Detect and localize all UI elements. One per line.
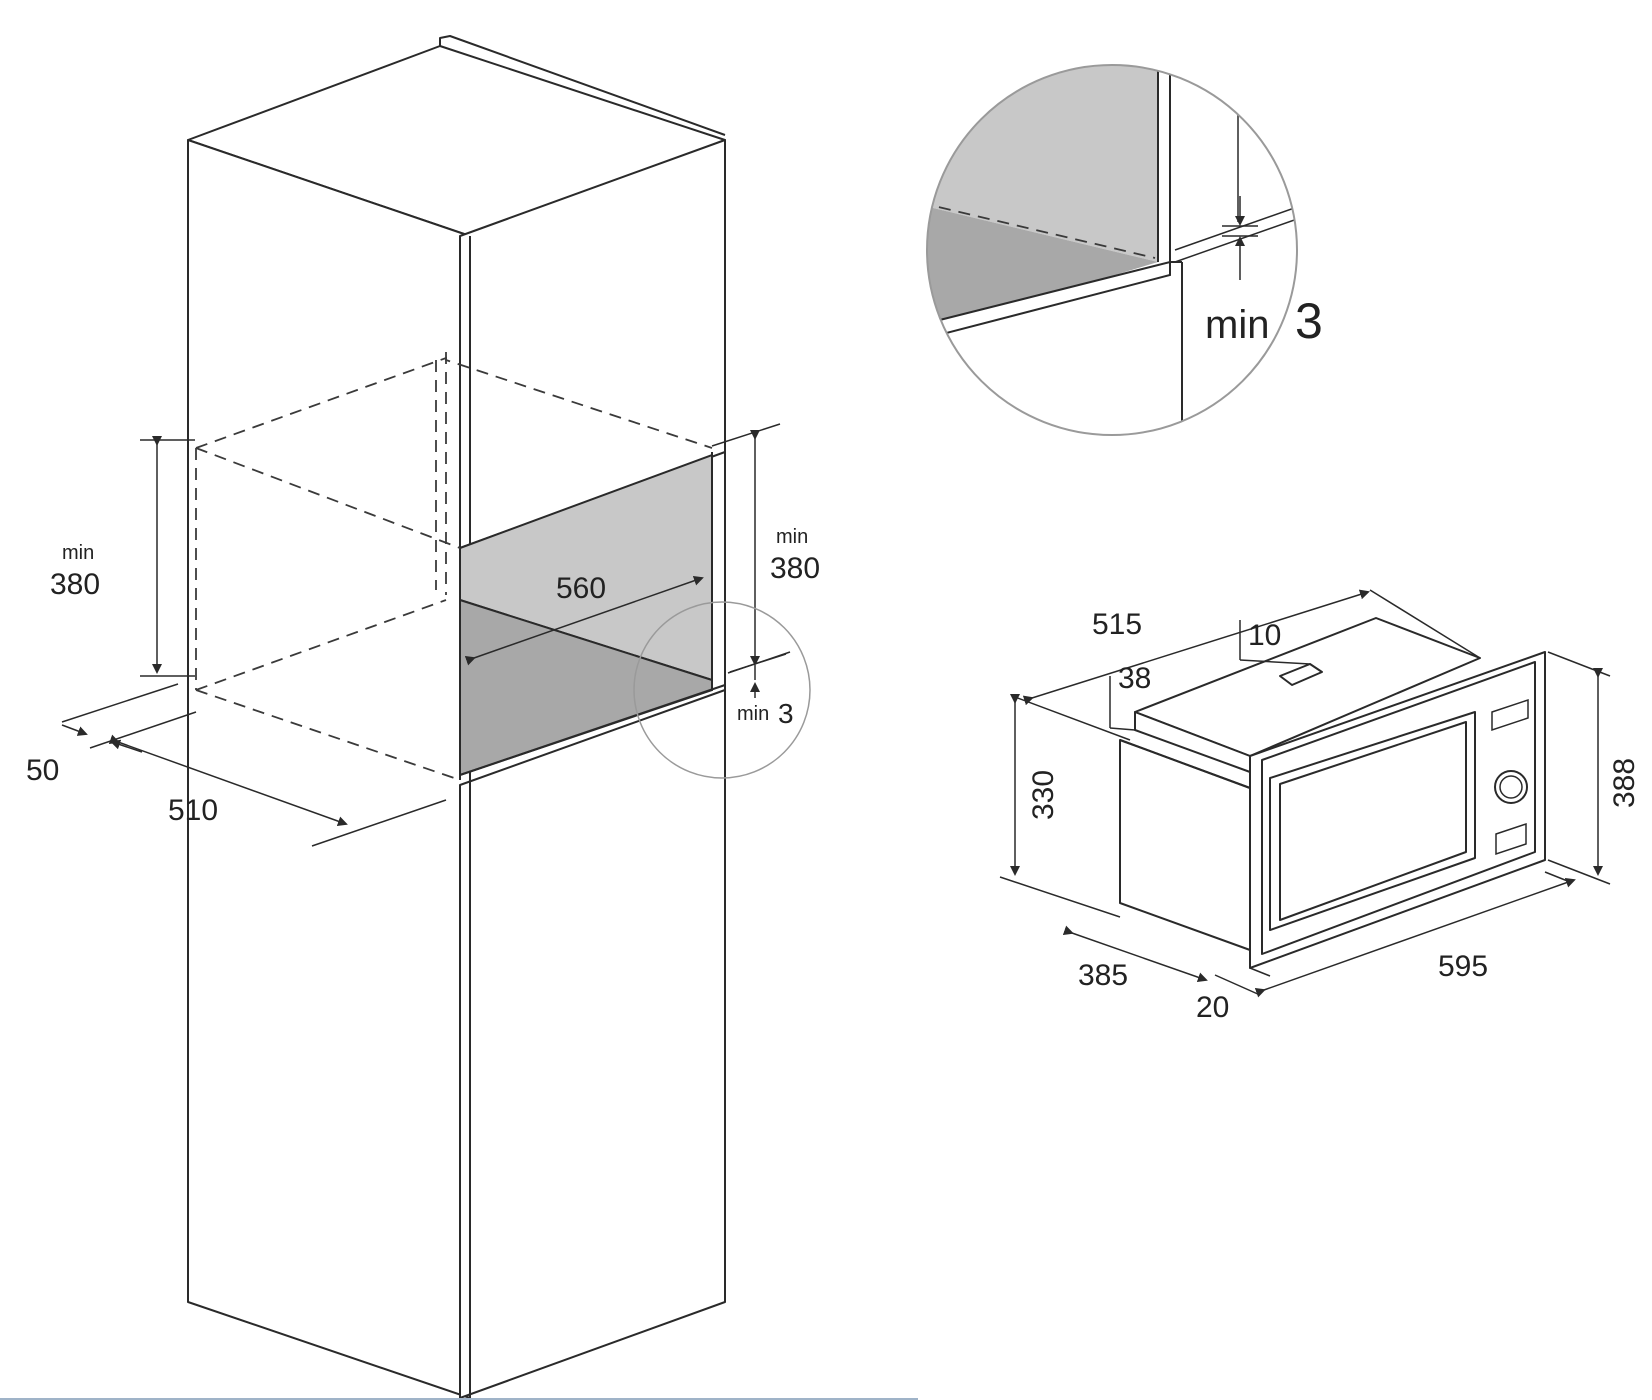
microwave-appliance [1119,617,1546,969]
detail-min-label: min [1205,303,1269,347]
cabinet-height-right-value: 380 [770,552,820,585]
hidden-niche-outline [195,352,713,781]
detail-gap-value: 3 [1295,293,1323,349]
dimension-width: 560 [464,572,704,666]
dimension-gap-bottom: min 3 [729,653,794,729]
microwave-dimensions: 515 10 38 330 388 385 20 595 [999,589,1641,1024]
appliance-frame-depth-value: 38 [1118,662,1151,695]
appliance-body-height-value: 330 [1027,770,1060,820]
cabinet-depth-value: 510 [168,794,218,827]
cabinet-width-value: 560 [556,572,606,605]
gap-detail-view: min 3 [926,64,1323,436]
cabinet-height-left-value: 380 [50,568,100,601]
appliance-frame-thickness-value: 20 [1196,991,1229,1024]
dimension-depth: 50 510 [26,683,447,847]
microwave-body-side [1119,739,1251,951]
detail-marker-circle [633,601,811,779]
appliance-overall-width-value: 595 [1438,950,1488,983]
cabinet-height-left-min-label: min [62,542,94,564]
appliance-overall-height-value: 388 [1608,758,1641,808]
cabinet-gap-value: 3 [778,698,794,729]
cabinet-height-right-min-label: min [776,526,808,548]
control-button [1495,822,1527,856]
dimension-height-right: min 380 [711,423,820,674]
cabinet-gap-min-label: min [737,703,769,725]
dimension-height-left: min 380 [50,436,195,677]
cabinet-front-lower [459,689,726,1399]
tall-cabinet [187,35,726,1399]
appliance-depth-top-value: 515 [1092,608,1142,641]
appliance-body-depth-value: 385 [1078,959,1128,992]
appliance-offset-top-value: 10 [1248,619,1281,652]
cabinet-gap-front-value: 50 [26,754,59,787]
